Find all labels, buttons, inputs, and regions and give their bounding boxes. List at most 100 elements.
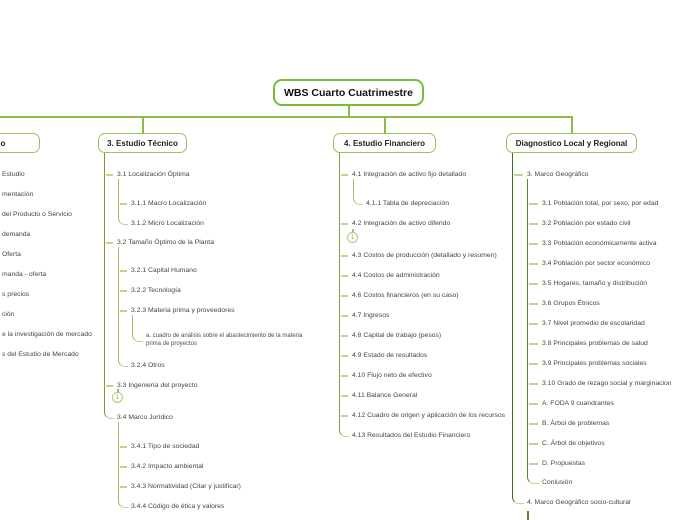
branch-node-3[interactable]: Diagnostico Local y Regional — [506, 133, 637, 153]
topic-label[interactable]: A. FODA 9 cuandrantes — [542, 400, 614, 407]
topic-label[interactable]: Oferta — [2, 251, 21, 258]
root-topic-label: WBS Cuarto Cuatrimestre — [284, 86, 413, 99]
topic-label[interactable]: 4. Marco Geográfico socio-cultural — [527, 499, 631, 506]
root-connector — [348, 106, 350, 116]
topic-label[interactable]: a. cuadro de análisis sobre el abastecim… — [146, 333, 303, 347]
topic-label[interactable]: 3.2.1 Capital Humano — [131, 267, 197, 274]
connector-elbow — [339, 153, 349, 437]
topic-connector — [528, 323, 538, 325]
hidden-subtopics-badge[interactable]: 1 — [347, 232, 358, 243]
topic-label[interactable]: 3.4.2 Impacto ambiental — [131, 463, 204, 470]
topic-label[interactable]: mentación — [2, 191, 34, 198]
topic-label[interactable]: manda - oferta — [2, 271, 47, 278]
branch-node-1[interactable]: 3. Estudio Técnico — [98, 133, 187, 153]
topic-connector — [105, 385, 113, 387]
topic-label[interactable]: 3.8 Principales problemas de salud — [542, 340, 648, 347]
topic-label[interactable]: 3.2.3 Materia prima y proveedores — [131, 307, 235, 314]
topic-label[interactable]: 3.5 Hogares, tamaño y distribución — [542, 280, 648, 287]
topic-label[interactable]: B. Árbol de problemas — [542, 420, 610, 427]
topic-label[interactable]: 4.10 Flujo neto de efectivo — [352, 372, 432, 379]
topic-connector — [528, 223, 538, 225]
topic-connector — [340, 355, 348, 357]
topic-label[interactable]: 3.1 Localización Óptima — [117, 171, 190, 178]
topic-connector — [105, 242, 113, 244]
topic-label[interactable]: Estudio — [2, 171, 25, 178]
topic-label[interactable]: Conlusión — [542, 479, 573, 486]
connector-line — [527, 511, 529, 520]
topic-label[interactable]: 3.7 Nivel promedio de escolaridad — [542, 320, 645, 327]
topic-label[interactable]: 3.4.4 Código de ética y valores — [131, 503, 225, 510]
connector-elbow — [353, 179, 363, 205]
topic-connector — [513, 174, 523, 176]
topic-connector — [340, 255, 348, 257]
topic-label[interactable]: 3.1.2 Micro Localización — [131, 220, 204, 227]
main-rail — [0, 116, 573, 118]
topic-label[interactable]: s precios — [2, 291, 30, 298]
topic-label[interactable]: 3.2.4 Otros — [131, 362, 165, 369]
connector-elbow — [104, 153, 114, 419]
topic-label[interactable]: 4.1 Integración de activo fijo detallado — [352, 171, 467, 178]
topic-label[interactable]: 3.2.2 Tecnología — [131, 287, 181, 294]
topic-label[interactable]: e la investigación de mercado — [2, 331, 92, 338]
topic-label[interactable]: 3.3 Población económicamente activa — [542, 240, 657, 247]
topic-label[interactable]: 4.13 Resultados del Estudio Financiero — [352, 432, 471, 439]
topic-label[interactable]: D. Propuestas — [542, 460, 586, 467]
topic-connector — [528, 383, 538, 385]
topic-label[interactable]: 3.10 Grado de rezago social y marginacio… — [542, 380, 672, 387]
topic-label[interactable]: 4.1.1 Tabla de depreciación — [366, 200, 450, 207]
topic-label[interactable]: 4.9 Estado de resultados — [352, 352, 428, 359]
topic-connector — [528, 303, 538, 305]
topic-label[interactable]: 4.6 Costos financieros (en su caso) — [352, 292, 459, 299]
branch-node-2[interactable]: 4. Estudio Financiero — [333, 133, 436, 153]
topic-connector — [528, 263, 538, 265]
topic-label[interactable]: del Producto o Servicio — [2, 211, 72, 218]
topic-connector — [119, 466, 127, 468]
topic-label[interactable]: 4.3 Costos de producción (detallado y re… — [352, 252, 497, 259]
topic-connector — [340, 295, 348, 297]
topic-connector — [340, 395, 348, 397]
hidden-subtopics-badge[interactable]: 1 — [112, 392, 123, 403]
badge-stem — [352, 229, 354, 232]
topic-label[interactable]: 3.2 Tamaño Óptimo de la Planta — [117, 239, 214, 246]
topic-label[interactable]: 4.4 Costos de administración — [352, 272, 440, 279]
topic-label[interactable]: 3.6 Grupos Étnicos — [542, 300, 600, 307]
topic-label[interactable]: 3.4.1 Tipo de sociedad — [131, 443, 200, 450]
topic-connector — [528, 363, 538, 365]
topic-connector — [340, 223, 348, 225]
connector-elbow — [527, 179, 539, 484]
topic-label[interactable]: 3.3 Ingeniería del proyecto — [117, 382, 198, 389]
topic-label[interactable]: 4.7 Ingresos — [352, 312, 390, 319]
topic-label[interactable]: 3.2 Población por estado civil — [542, 220, 631, 227]
topic-connector — [528, 343, 538, 345]
topic-connector — [119, 310, 127, 312]
topic-connector — [528, 423, 538, 425]
topic-label[interactable]: 3.1 Población total, por sexo, por edad — [542, 200, 659, 207]
topic-connector — [528, 403, 538, 405]
branch-node-label: 4. Estudio Financiero — [344, 138, 425, 148]
connector-elbow — [512, 153, 524, 504]
topic-connector — [528, 283, 538, 285]
topic-label[interactable]: 3.4 Población por sector económico — [542, 260, 651, 267]
topic-label[interactable]: demanda — [2, 231, 31, 238]
topic-label[interactable]: C. Árbol de objetivos — [542, 440, 605, 447]
topic-label[interactable]: 3.1.1 Macro Localización — [131, 200, 207, 207]
topic-label[interactable]: 4.2 Integración de activo diferido — [352, 220, 451, 227]
topic-label[interactable]: 3.4.3 Normatividad (Citar y justificar) — [131, 483, 241, 490]
topic-connector — [528, 463, 538, 465]
topic-label[interactable]: 3. Marco Geográfico — [527, 171, 589, 178]
connector-elbow — [118, 422, 128, 508]
topic-label[interactable]: 4.8 Capital de trabajo (pesos) — [352, 332, 442, 339]
topic-connector — [119, 446, 127, 448]
topic-label[interactable]: 3.9 Principales problemas sociales — [542, 360, 647, 367]
branch-node-label: Diagnostico Local y Regional — [515, 138, 628, 148]
root-topic[interactable]: WBS Cuarto Cuatrimestre — [273, 79, 424, 106]
topic-label[interactable]: ción — [2, 311, 15, 318]
topic-label[interactable]: 3.4 Marco Jurídico — [117, 414, 173, 421]
topic-label[interactable]: 4.11 Balance General — [352, 392, 418, 399]
branch-drop — [571, 116, 573, 133]
topic-connector — [340, 174, 348, 176]
branch-node-0[interactable]: Mercado — [0, 133, 40, 153]
topic-label[interactable]: s del Estudio de Mercado — [2, 351, 79, 358]
topic-label[interactable]: 4.12 Cuadro de origen y aplicación de lo… — [352, 412, 506, 419]
